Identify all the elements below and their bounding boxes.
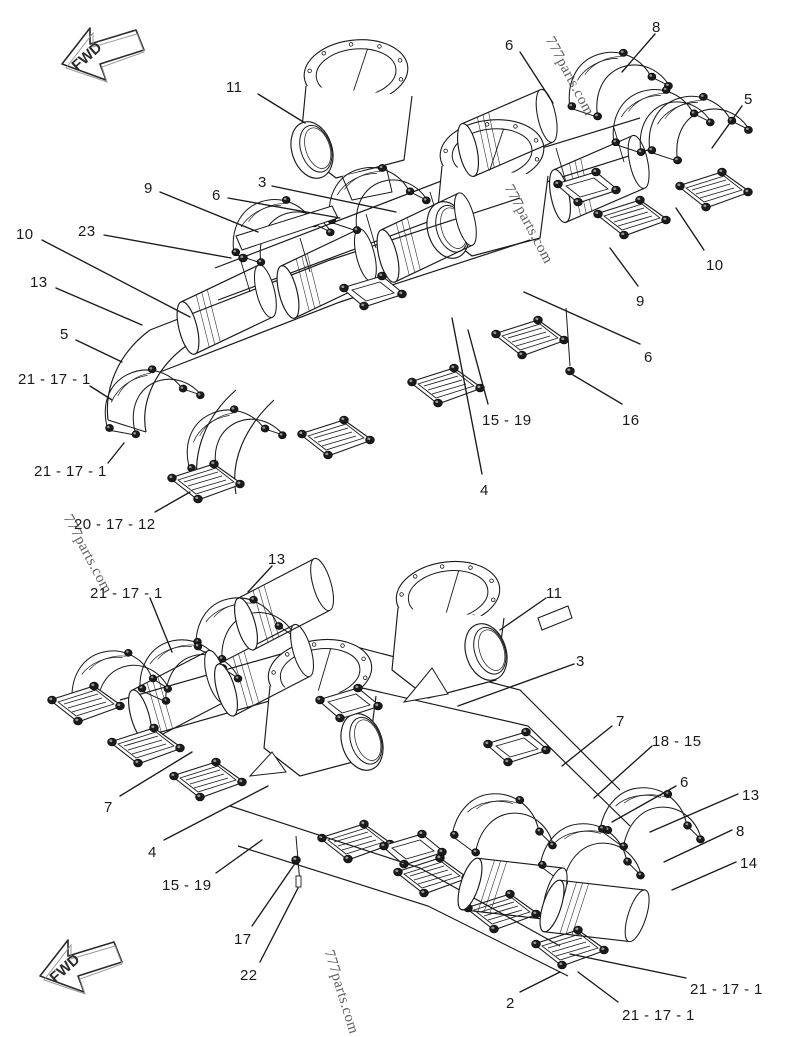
upper-leader-lines [41,33,743,513]
leader-line-l-4 [163,785,269,841]
callout-label-l-21b: 21 - 17 - 1 [622,1007,695,1024]
leader-line-u-5r [711,105,743,149]
leader-line-l-6 [611,785,677,823]
leader-line-l-1815 [593,745,653,799]
callout-label-u-4: 4 [480,482,489,499]
callout-label-u-8: 8 [652,19,661,36]
callout-label-u-6b: 6 [212,187,221,204]
callout-label-l-21t: 21 - 17 - 1 [90,585,163,602]
leader-line-u-1519 [467,329,489,405]
callout-label-u-21a: 21 - 17 - 1 [18,371,91,388]
leader-line-u-4 [451,317,483,475]
leader-line-u-5l [75,339,123,363]
callout-label-l-17: 17 [234,931,252,948]
leader-line-l-21t [149,597,173,653]
callout-label-u-1519: 15 - 19 [482,412,532,429]
leader-line-u-9l [159,191,259,233]
leader-line-l-8 [663,829,733,863]
callout-label-u-5r: 5 [744,91,753,108]
leader-line-l-7l [119,751,193,797]
callout-label-l-11: 11 [546,585,563,602]
leader-line-u-23 [103,234,232,259]
leader-line-u-16 [572,374,623,405]
leader-line-l-17 [251,861,297,927]
callout-label-u-6a: 6 [505,37,514,54]
callout-label-u-21b: 21 - 17 - 1 [34,463,107,480]
leader-line-u-8 [621,33,656,73]
leader-line-l-7r [561,725,613,767]
leader-line-l-13r [649,793,739,833]
callout-label-l-13r: 13 [742,787,760,804]
leader-line-u-6c [523,291,641,345]
leader-line-l-22 [259,887,299,963]
leader-line-l-3 [457,663,575,707]
leader-line-l-21r [569,953,687,979]
lower-front-rail [229,805,569,977]
callout-label-u-5l: 5 [60,326,69,343]
lower-support-ribs [248,667,449,777]
leader-line-l-1519 [215,839,263,874]
leader-line-u-13 [55,287,143,326]
callout-label-l-6: 6 [680,774,689,791]
leader-line-u-6b [227,197,341,219]
leader-line-u-10r [675,207,705,251]
callout-label-u-11: 11 [226,79,243,96]
callout-label-l-21r: 21 - 17 - 1 [690,981,763,998]
callout-label-l-4: 4 [148,844,157,861]
callout-label-u-9r: 9 [636,293,645,310]
upper-downpipe-1 [106,329,187,433]
leader-line-l-21b [577,971,619,1003]
leader-line-u-10l [41,239,191,318]
callout-label-l-2: 2 [506,995,515,1012]
leader-line-u-21a [89,385,113,401]
upper-stud-16 [565,307,575,376]
callout-label-u-10l: 10 [16,226,34,243]
leader-line-u-2012 [154,491,191,513]
leader-line-l-13t [247,565,273,593]
callout-label-l-13t: 13 [268,551,286,568]
callout-label-l-14: 14 [740,855,758,872]
lower-bracket-arm [537,605,573,631]
callout-label-l-22: 22 [240,967,258,984]
callout-label-u-10r: 10 [706,257,724,274]
lower-assembly-view [48,554,716,977]
callout-label-l-1519: 15 - 19 [162,877,212,894]
leader-line-u-3 [271,185,397,213]
callout-label-l-7r: 7 [616,713,625,730]
callout-label-u-13: 13 [30,274,48,291]
lower-leader-lines [119,565,739,1003]
leader-line-l-14 [671,861,737,891]
callout-label-l-8: 8 [736,823,745,840]
callout-label-u-23: 23 [78,223,96,240]
leader-line-l-2 [519,971,561,993]
callout-label-u-16: 16 [622,412,640,429]
callout-label-u-9l: 9 [144,180,153,197]
callout-label-l-7l: 7 [104,799,113,816]
callout-label-u-2012: 20 - 17 - 12 [74,516,156,533]
leader-line-l-11 [499,597,547,631]
callout-label-l-3: 3 [576,653,585,670]
leader-line-u-21b [107,442,125,464]
lower-stud-17-22 [291,835,302,888]
callout-label-u-6c: 6 [644,349,653,366]
callout-label-u-3: 3 [258,174,267,191]
leader-line-u-11 [257,93,306,124]
callout-label-l-1815: 18 - 15 [652,733,702,750]
leader-line-u-9r [609,247,639,287]
upper-assembly-view [98,34,753,503]
leader-line-u-6a [519,51,554,104]
